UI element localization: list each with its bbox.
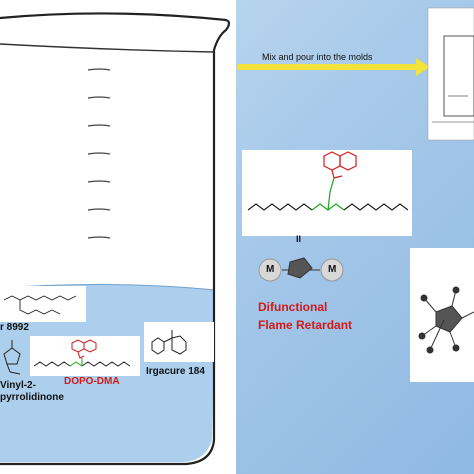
mold-panel bbox=[427, 7, 474, 141]
equals-symbol: II bbox=[296, 234, 302, 244]
crosslinker-structure bbox=[3, 295, 77, 315]
m-right-circle bbox=[320, 258, 344, 282]
nvp-label: Vinyl-2- pyrrolidinone bbox=[0, 380, 64, 403]
irgacure-panel bbox=[144, 322, 214, 362]
retardant-line2: Flame Retardant bbox=[258, 318, 353, 332]
m-left-label: M bbox=[266, 264, 275, 275]
large-structure-panel bbox=[242, 150, 412, 236]
core-molecule bbox=[282, 257, 320, 279]
nvp-structure bbox=[3, 340, 21, 375]
beaker-outline bbox=[0, 12, 231, 466]
arrow-head bbox=[416, 58, 430, 76]
irgacure-structure bbox=[151, 330, 187, 355]
cluster-molecule bbox=[418, 286, 474, 354]
m-left-circle bbox=[258, 258, 282, 282]
graduation-marks bbox=[87, 68, 111, 239]
large-structure bbox=[247, 151, 409, 211]
crosslinker-label: r 8992 bbox=[0, 322, 29, 333]
dopo-dma-label: DOPO-DMA bbox=[64, 376, 120, 387]
crosslinker-panel bbox=[0, 286, 86, 322]
dopo-dma-structure bbox=[33, 339, 131, 367]
retardant-line1: Difunctional bbox=[258, 300, 328, 314]
arrow-shaft bbox=[238, 64, 416, 70]
m-right-label: M bbox=[328, 264, 337, 275]
beaker-rim bbox=[0, 43, 215, 53]
mold-cavity bbox=[443, 35, 474, 117]
irgacure-label: Irgacure 184 bbox=[146, 366, 205, 377]
arrow-label: Mix and pour into the molds bbox=[262, 52, 373, 62]
